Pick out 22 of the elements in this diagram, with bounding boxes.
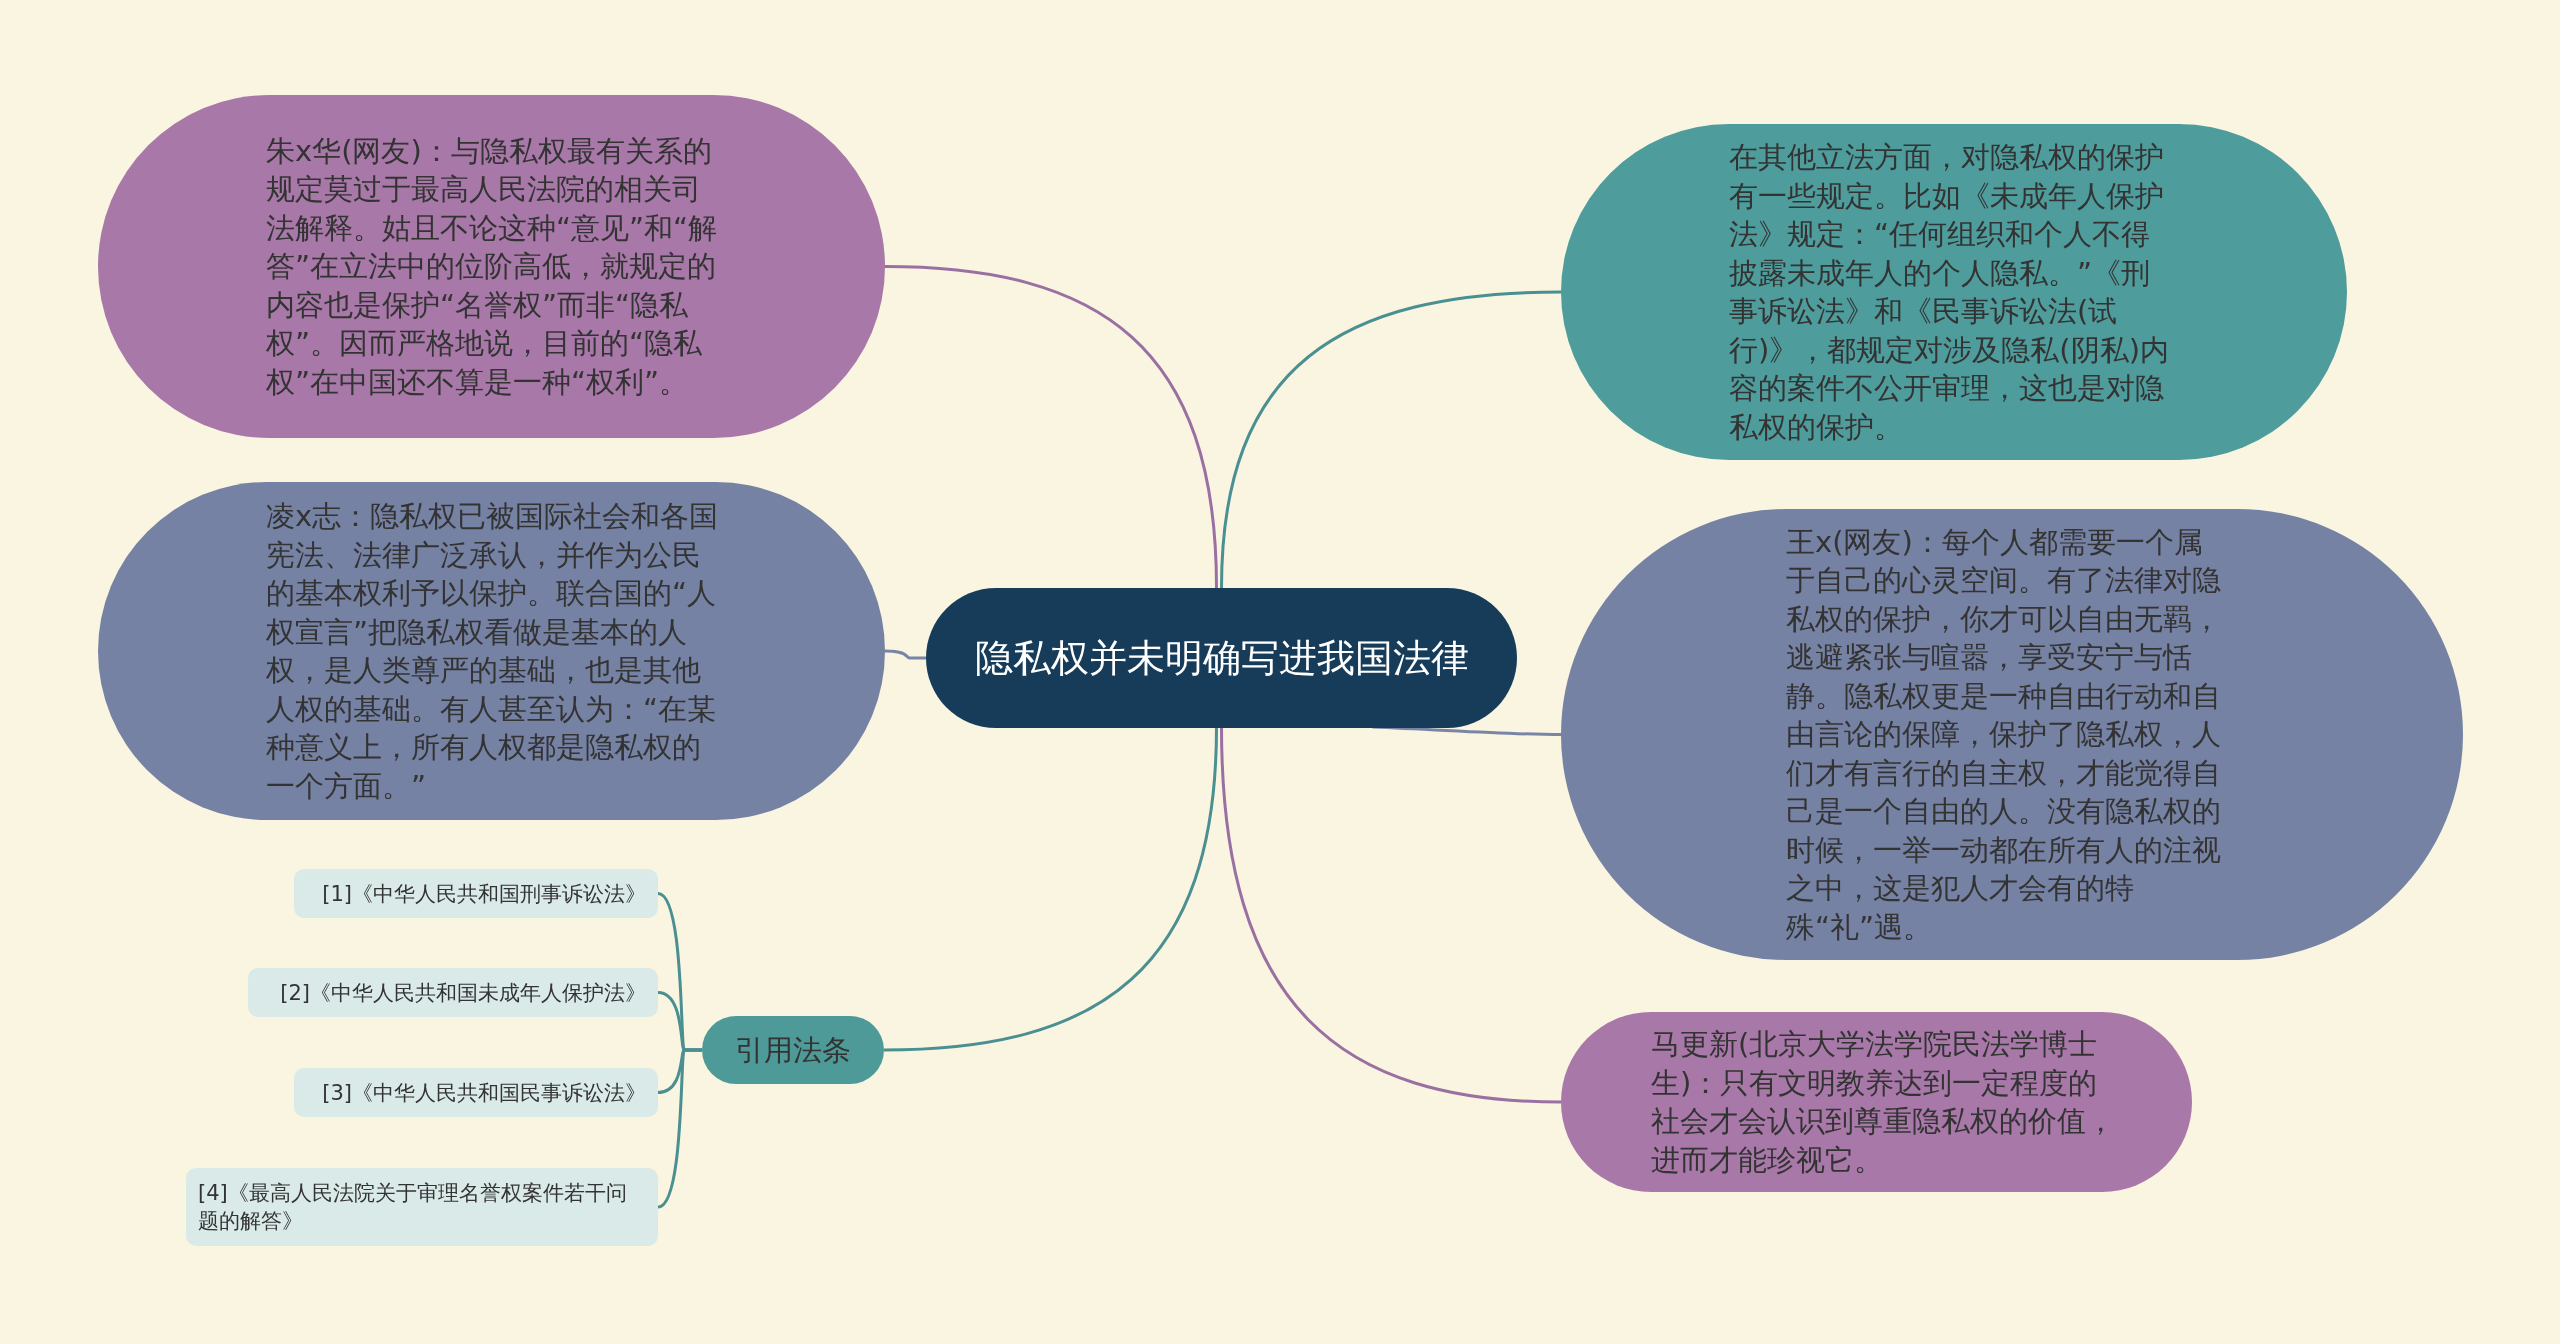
topic-text: 王x(网友)：每个人都需要一个属于自己的心灵空间。有了法律对隐私权的保护，你才可以自由无羁，逃避紧张与喧嚣，享受安宁与恬静。隐私权更是一种自由行动和自由言论的保障，保护了隐私权，人们才有言行的自主权，才能觉得自己是一个自由的人。没有隐私权的时候，一举一动都在所有人的注视之中，这是犯人才会有的特殊“礼”遇。	[1786, 523, 2222, 946]
reference-box	[248, 968, 658, 1017]
connector-line	[1372, 725, 1561, 736]
topic-text: 在其他立法方面，对隐私权的保护有一些规定。比如《未成年人保护法》规定：“任何组织和个人不得披露未成年人的个人隐私。”《刑事诉讼法》和《民事诉讼法(试行)》，都规定对涉及隐私(阴私)内容的案件不公开审理，这也是对隐私权的保护。	[1729, 139, 2170, 446]
topic-text: 马更新(北京大学法学院民法学博士生)：只有文明教养达到一定程度的社会才会认识到尊重隐私权的价值，进而才能珍视它。	[1651, 1026, 2116, 1179]
connector-line	[657, 1048, 702, 1209]
connector-line	[1220, 290, 1562, 589]
reference-text: [1]《中华人民共和国刑事诉讼法》	[322, 880, 646, 908]
reference-text: [3]《中华人民共和国民事诉讼法》	[322, 1079, 646, 1107]
reference-box	[294, 1068, 658, 1117]
connector-line	[884, 649, 926, 660]
topic-text: 朱x华(网友)：与隐私权最有关系的规定莫过于最高人民法院的相关司法解释。姑且不论这种“意见”和“解答”在立法中的位阶高低，就规定的内容也是保护“名誉权”而非“隐私权”。因而严格地说，目前的“隐私权”在中国还不算是一种“权利”。	[266, 132, 719, 401]
connector-line	[883, 726, 1218, 1052]
connector-line	[1220, 726, 1562, 1104]
reference-box	[294, 869, 658, 918]
reference-text: [4]《最高人民法院关于审理名誉权案件若干问题的解答》	[198, 1180, 628, 1235]
branch-topic-text: 引用法条	[735, 1032, 851, 1068]
central-topic-text: 隐私权并未明确写进我国法律	[974, 635, 1469, 682]
reference-text: [2]《中华人民共和国未成年人保护法》	[280, 979, 646, 1007]
reference-box	[186, 1168, 658, 1246]
connector-line	[884, 265, 1218, 589]
topic-text: 凌x志：隐私权已被国际社会和各国宪法、法律广泛承认，并作为公民的基本权利予以保护。联合国的“人权宣言”把隐私权看做是基本的人权，是人类尊严的基础，也是其他人权的基础。有人甚至认为：“在某种意义上，所有人权都是隐私权的一个方面。”	[266, 498, 720, 805]
